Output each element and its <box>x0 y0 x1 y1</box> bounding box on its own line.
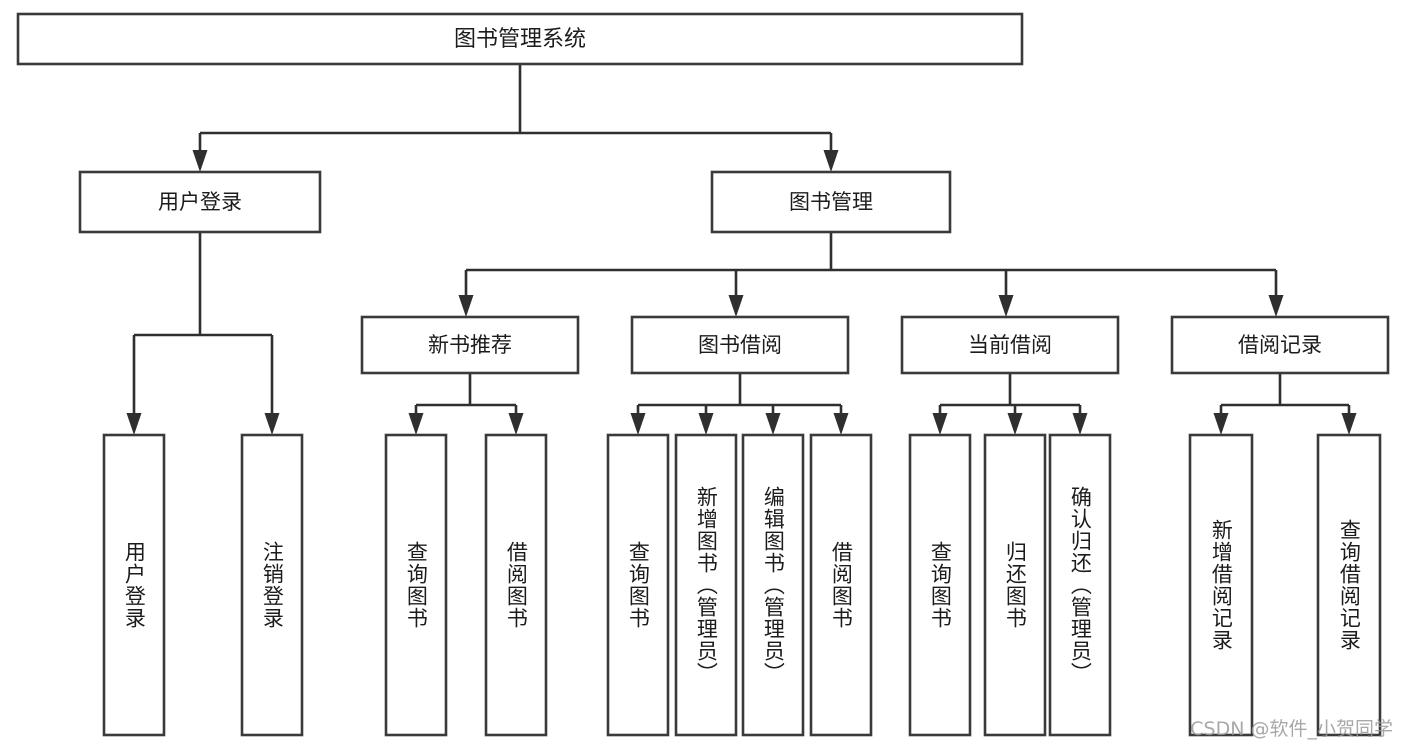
node-label-user-login: 用户登录 <box>158 190 242 214</box>
arrow-head-icon-1 <box>508 413 524 435</box>
node-box-leaf-query-book-current[interactable] <box>908 433 972 737</box>
node-box-leaf-user-login[interactable] <box>102 433 166 737</box>
arrow-head-icon-3 <box>1268 295 1284 317</box>
connector-line <box>414 373 518 419</box>
connector-line <box>464 232 1278 301</box>
node-box-leaf-edit-book[interactable] <box>741 433 805 737</box>
connector-bookmanage-to-level2 <box>458 232 1284 317</box>
connector-line <box>198 64 833 156</box>
node-box-leaf-borrow-book[interactable] <box>809 433 873 737</box>
node-box-leaf-add-borrow-record[interactable] <box>1188 433 1254 737</box>
arrow-head-icon-1 <box>698 413 714 435</box>
node-box-leaf-add-book[interactable] <box>674 433 738 737</box>
connector-line <box>1219 373 1351 419</box>
node-box-book-borrow[interactable] <box>630 315 850 375</box>
arrow-head-icon-0 <box>630 413 646 435</box>
arrow-head-icon-1 <box>823 150 839 172</box>
node-box-leaf-user-logout[interactable] <box>240 433 304 737</box>
node-box-layer <box>16 12 1390 737</box>
node-label-new-book-rec: 新书推荐 <box>428 333 512 357</box>
node-box-leaf-query-book-borrow[interactable] <box>606 433 670 737</box>
node-label-book-borrow: 图书借阅 <box>698 333 782 357</box>
node-box-leaf-confirm-return[interactable] <box>1048 433 1112 737</box>
arrow-head-icon-0 <box>458 295 474 317</box>
arrow-head-icon-1 <box>728 295 744 317</box>
connector-currentborrow-to-leaves <box>932 373 1088 435</box>
arrow-head-icon-3 <box>833 413 849 435</box>
connector-line <box>938 373 1082 419</box>
arrow-head-icon-0 <box>126 413 142 435</box>
connector-userlogin-to-leaves <box>126 232 280 435</box>
node-box-user-login[interactable] <box>78 170 322 234</box>
arrow-head-icon-2 <box>998 295 1014 317</box>
arrow-head-icon-0 <box>932 413 948 435</box>
connector-borrowrecord-to-leaves <box>1213 373 1357 435</box>
arrow-head-icon-1 <box>1007 413 1023 435</box>
node-box-current-borrow[interactable] <box>900 315 1120 375</box>
connector-layer <box>126 64 1357 435</box>
node-box-new-book-rec[interactable] <box>360 315 580 375</box>
arrow-head-icon-0 <box>192 150 208 172</box>
connector-line <box>636 373 843 419</box>
node-label-book-manage: 图书管理 <box>789 190 873 214</box>
connector-newbook-to-leaves <box>408 373 524 435</box>
connector-line <box>132 232 274 419</box>
node-box-leaf-return-book[interactable] <box>983 433 1047 737</box>
node-box-borrow-record[interactable] <box>1170 315 1390 375</box>
arrow-head-icon-1 <box>1341 413 1357 435</box>
arrow-head-icon-0 <box>408 413 424 435</box>
connector-root-to-level1 <box>192 64 839 172</box>
node-label-current-borrow: 当前借阅 <box>968 333 1052 357</box>
node-box-book-manage[interactable] <box>710 170 952 234</box>
node-label-borrow-record: 借阅记录 <box>1238 333 1322 357</box>
node-box-root[interactable] <box>16 12 1024 66</box>
node-box-leaf-query-book-rec[interactable] <box>384 433 448 737</box>
arrow-head-icon-2 <box>1072 413 1088 435</box>
arrow-head-icon-1 <box>264 413 280 435</box>
node-label-root: 图书管理系统 <box>454 27 586 52</box>
node-box-leaf-query-borrow-record[interactable] <box>1316 433 1382 737</box>
arrow-head-icon-0 <box>1213 413 1229 435</box>
connector-bookborrow-to-leaves <box>630 373 849 435</box>
node-box-leaf-borrow-book-rec[interactable] <box>484 433 548 737</box>
arrow-head-icon-2 <box>765 413 781 435</box>
